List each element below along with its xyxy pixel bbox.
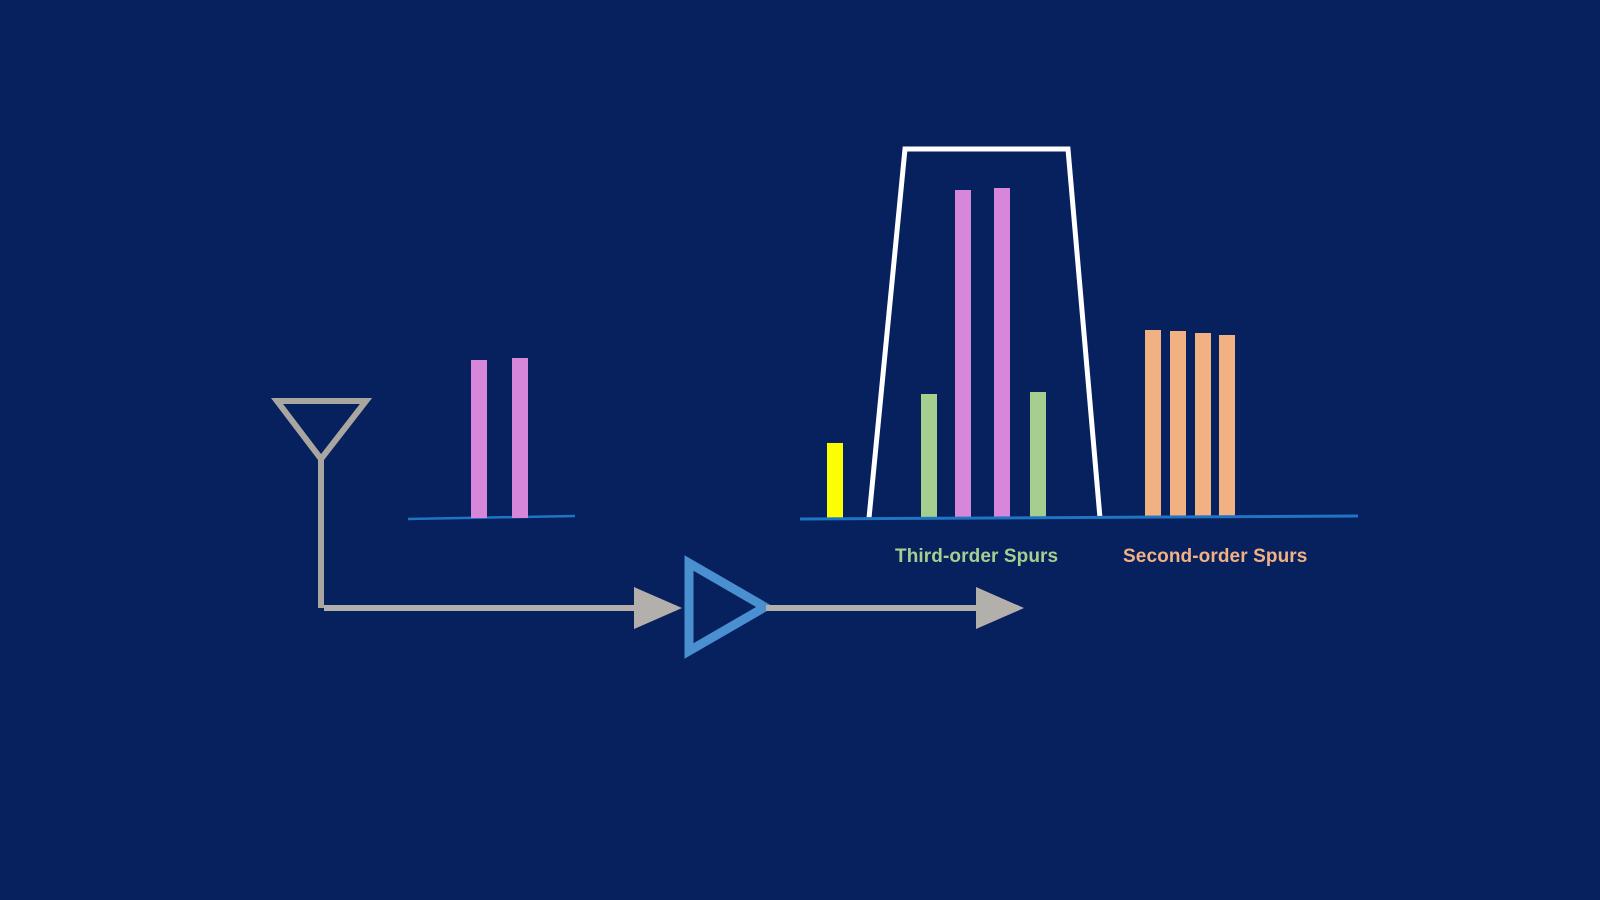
output-spectrum-bar-interferer [827,443,843,518]
antenna-dish-icon [270,398,373,464]
input-spectrum-bar-tone-1 [471,360,487,518]
receive-antenna [270,398,373,608]
second-order-spurs-label: Second-order Spurs [1123,546,1308,567]
input-spectrum-baseline [407,514,576,521]
output-spectrum-bar-third-order-low [921,394,937,518]
output-spectrum-baseline [799,514,1359,521]
amplifier-icon [684,555,774,659]
filter-passband-mask [866,146,1103,519]
output-spectrum-bar-second-order-4 [1219,335,1235,518]
output-spectrum-bar-third-order-high [1030,392,1046,518]
output-spectrum [799,146,1359,521]
input-spectrum-bar-tone-2 [512,358,528,518]
input-spectrum [407,358,576,521]
third-order-spurs-label: Third-order Spurs [895,546,1059,567]
output-spectrum-bar-tone-2 [994,188,1010,518]
output-spectrum-bar-tone-1 [955,190,971,518]
output-spectrum-bar-second-order-1 [1145,330,1161,518]
output-spectrum-bar-second-order-2 [1170,331,1186,518]
output-spectrum-bar-second-order-3 [1195,333,1211,518]
